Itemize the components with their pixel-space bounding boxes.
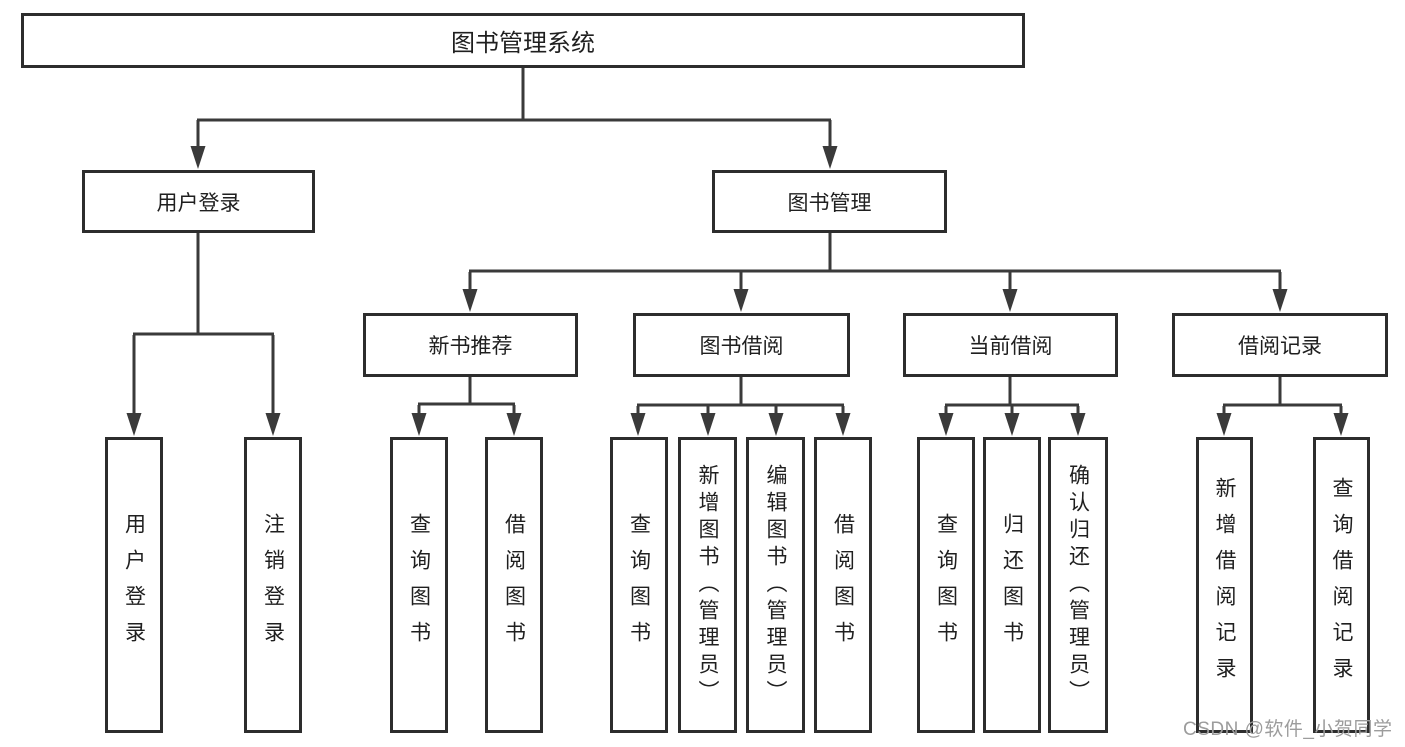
csdn-watermark: CSDN @软件_小贺同学 [1183, 719, 1393, 740]
leaf-return-books: 归还图书 [983, 437, 1041, 733]
leaf-borrow-books-recommend: 借阅图书 [485, 437, 543, 733]
node-current-borrowing: 当前借阅 [903, 313, 1118, 377]
leaf-query-books-borrow: 查询图书 [610, 437, 668, 733]
node-user-login: 用户登录 [82, 170, 315, 233]
leaf-query-books-recommend: 查询图书 [390, 437, 448, 733]
leaf-label: 新增图书（管理员） [696, 463, 719, 707]
leaf-label: 新增借阅记录 [1213, 477, 1236, 693]
leaf-label: 查询图书 [407, 513, 431, 657]
leaf-user-login: 用户登录 [105, 437, 163, 733]
leaf-edit-books-admin: 编辑图书（管理员） [746, 437, 805, 733]
leaf-label: 编辑图书（管理员） [764, 463, 787, 707]
leaf-label: 查询借阅记录 [1330, 477, 1353, 693]
node-new-book-recommendation: 新书推荐 [363, 313, 578, 377]
leaf-label: 查询图书 [934, 513, 958, 657]
leaf-add-borrow-record: 新增借阅记录 [1196, 437, 1253, 733]
leaf-borrow-books: 借阅图书 [814, 437, 872, 733]
node-book-management: 图书管理 [712, 170, 947, 233]
node-borrowing-records: 借阅记录 [1172, 313, 1388, 377]
leaf-label: 查询图书 [627, 513, 651, 657]
leaf-label: 归还图书 [1000, 513, 1024, 657]
leaf-logout: 注销登录 [244, 437, 302, 733]
node-root-library-system: 图书管理系统 [21, 13, 1025, 68]
leaf-add-books-admin: 新增图书（管理员） [678, 437, 737, 733]
leaf-label: 借阅图书 [831, 513, 855, 657]
leaf-confirm-return-admin: 确认归还（管理员） [1048, 437, 1108, 733]
leaf-label: 确认归还（管理员） [1066, 463, 1090, 707]
leaf-label: 注销登录 [261, 513, 285, 657]
leaf-label: 用户登录 [122, 513, 146, 657]
leaf-query-borrow-record: 查询借阅记录 [1313, 437, 1370, 733]
leaf-query-books-current: 查询图书 [917, 437, 975, 733]
leaf-label: 借阅图书 [502, 513, 526, 657]
node-book-borrowing: 图书借阅 [633, 313, 850, 377]
